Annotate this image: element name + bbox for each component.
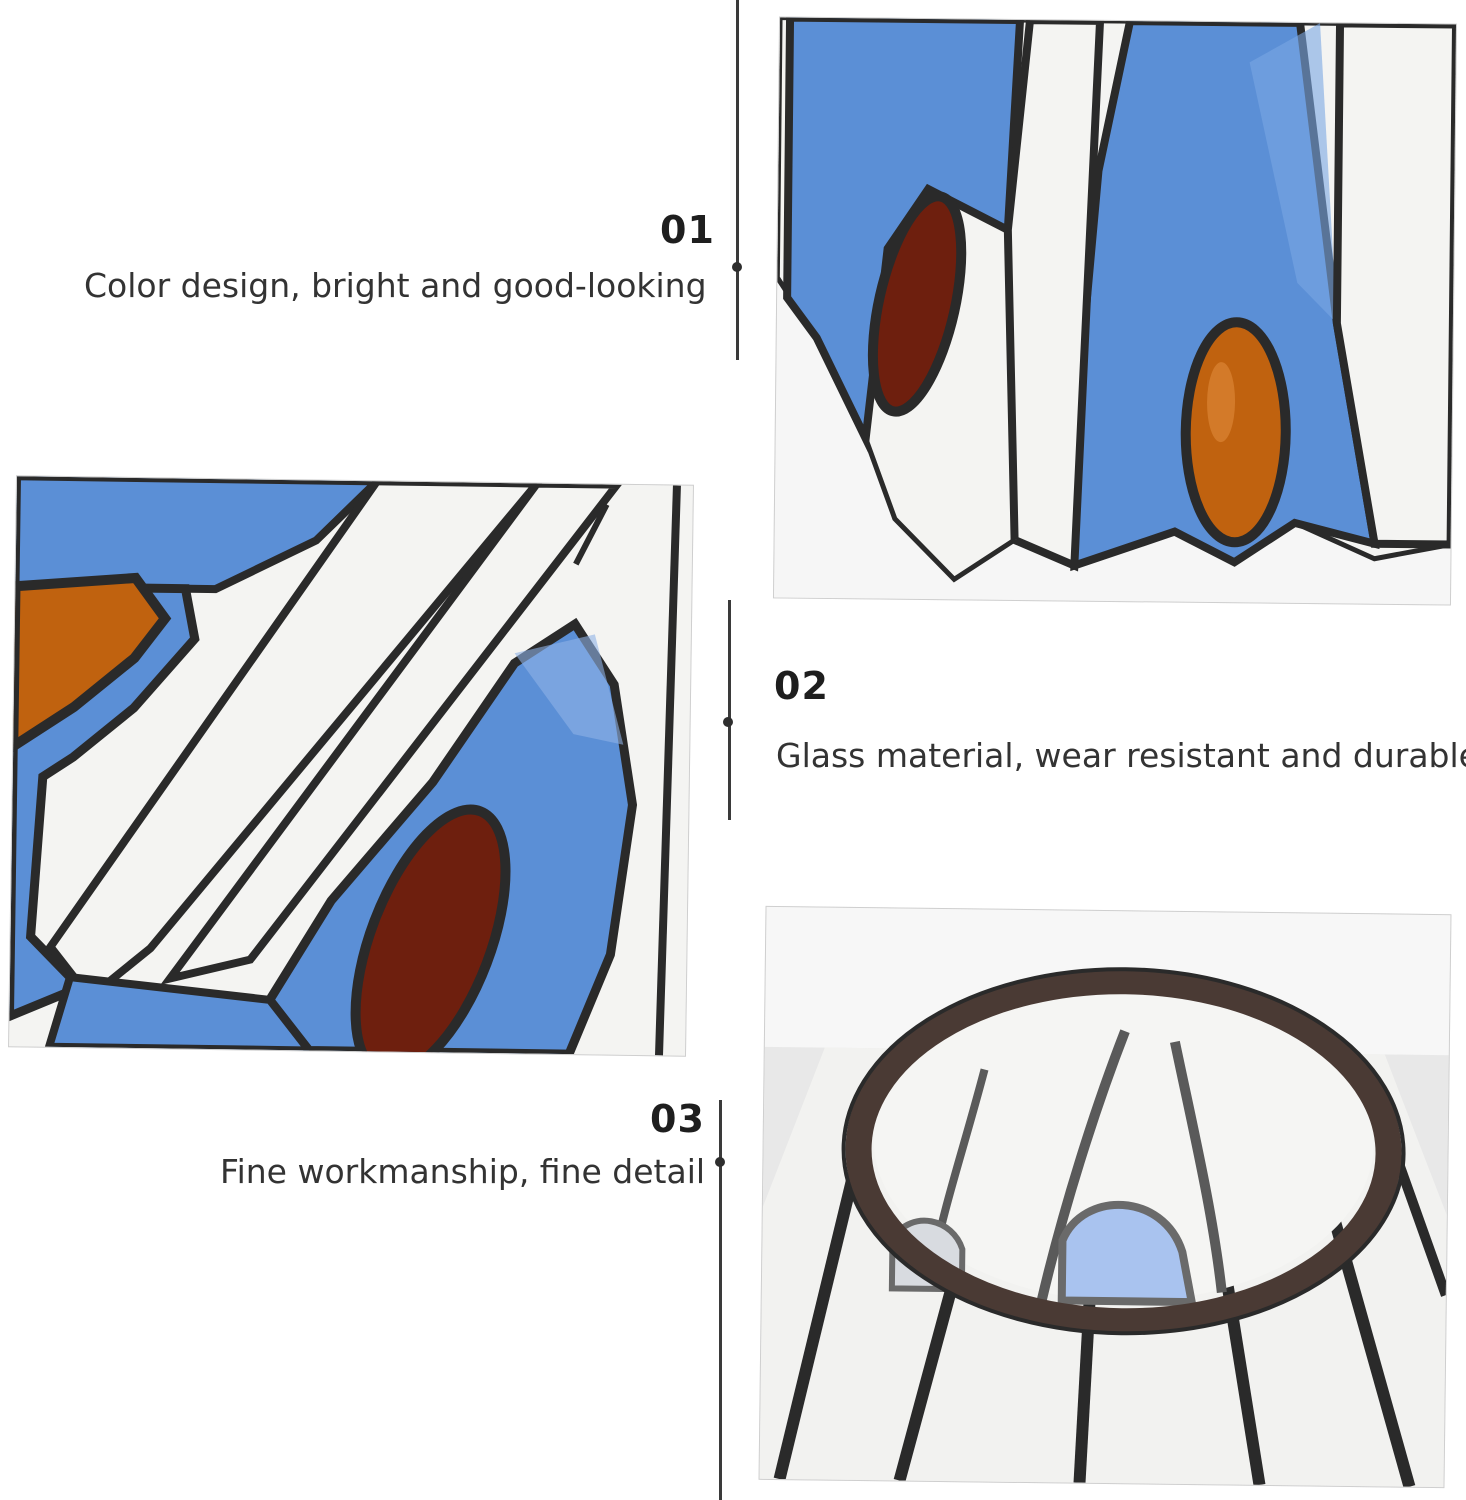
feature-text-01: Color design, bright and good-looking <box>84 266 707 305</box>
timeline-line-middle <box>728 600 731 820</box>
feature-text-03: Fine workmanship, fine detail <box>220 1152 706 1191</box>
lampshade-closeup-photo-2 <box>8 475 694 1057</box>
timeline-dot-02 <box>723 717 733 727</box>
timeline-dot-03 <box>715 1157 725 1167</box>
feature-number-02: 02 <box>774 664 829 708</box>
feature-number-03: 03 <box>650 1097 705 1141</box>
timeline-line-top <box>736 0 739 360</box>
timeline-line-bottom <box>719 1100 722 1500</box>
lampshade-closeup-photo-1 <box>772 16 1458 606</box>
timeline-dot-01 <box>732 262 742 272</box>
feature-number-01: 01 <box>660 208 715 252</box>
lampshade-closeup-photo-3 <box>758 905 1452 1489</box>
feature-text-02: Glass material, wear resistant and durab… <box>776 736 1466 775</box>
